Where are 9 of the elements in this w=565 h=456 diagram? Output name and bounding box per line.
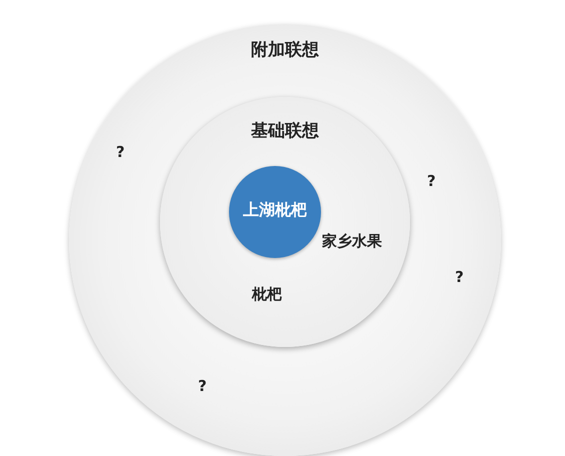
association-text: ? bbox=[198, 377, 207, 395]
circle-title: 基础联想 bbox=[250, 120, 320, 142]
association-text: ? bbox=[116, 143, 125, 161]
association-text: 家乡水果 bbox=[322, 232, 382, 251]
association-text: 枇杷 bbox=[252, 285, 282, 304]
circle-title: 上湖枇杷 bbox=[242, 200, 308, 221]
association-text: ? bbox=[427, 172, 436, 190]
association-text: ? bbox=[455, 268, 464, 286]
circle-title: 附加联想 bbox=[250, 39, 320, 61]
